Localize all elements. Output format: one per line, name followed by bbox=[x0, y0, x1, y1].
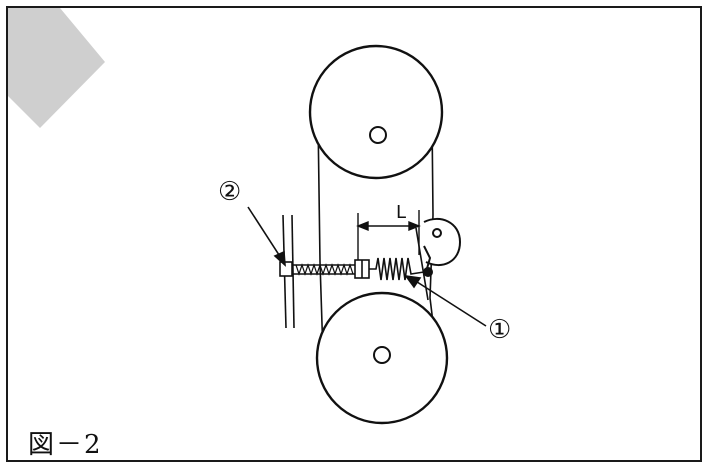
dimension-label-l: L bbox=[396, 202, 406, 223]
figure-caption: 図－2 bbox=[28, 430, 103, 460]
callout-2-label: ② bbox=[218, 177, 241, 207]
spring-icon bbox=[369, 257, 425, 281]
upper-pulley-icon bbox=[308, 44, 444, 180]
lower-pulley-icon bbox=[315, 291, 449, 425]
adjust-bolt-icon bbox=[279, 259, 370, 279]
callout-1-label: ① bbox=[488, 315, 511, 345]
dimension-l bbox=[356, 210, 421, 265]
callout-2-leader bbox=[247, 206, 286, 267]
callout-1-leader bbox=[404, 274, 487, 327]
tensioner-bracket bbox=[423, 217, 462, 277]
corner-decoration bbox=[8, 8, 105, 128]
